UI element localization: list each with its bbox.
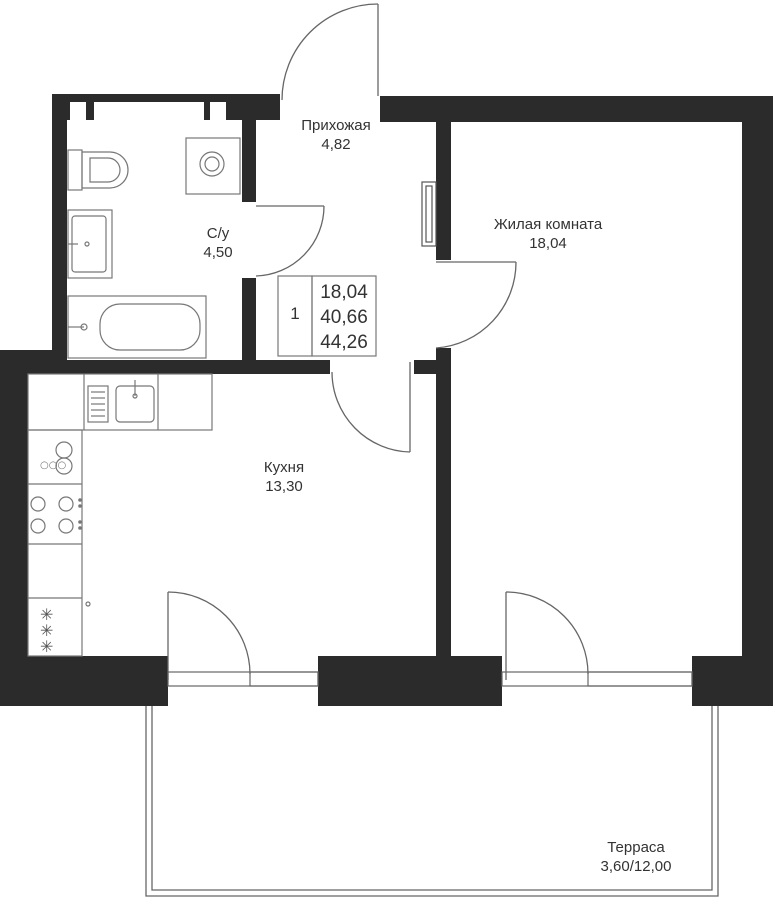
room-name-kitchen: Кухня [263,459,305,476]
room-area-hallway: 4,82 [321,136,351,153]
total-with-terrace-value: 44,26 [320,332,368,353]
room-label-terrace: Терраса 3,60/12,00 [580,838,692,876]
svg-text:✳: ✳ [40,605,53,624]
room-label-living: Жилая комната 18,04 [468,215,628,253]
room-name-terrace: Терраса [607,839,665,856]
svg-text:✳: ✳ [40,621,53,640]
kitchen-fixtures [27,373,213,657]
room-area-living: 18,04 [529,235,567,252]
wardrobe-niche [421,181,437,247]
walls [0,94,773,706]
top-windows [70,102,226,120]
room-area-kitchen: 13,30 [265,478,303,495]
total-area-value: 40,66 [320,307,368,328]
living-area-value: 18,04 [320,282,368,303]
room-area-terrace: 3,60/12,00 [600,858,672,875]
room-name-bathroom: С/у [206,225,230,242]
room-name-living: Жилая комната [493,216,603,233]
room-label-bathroom: С/у 4,50 [180,224,256,262]
rooms-count-value: 1 [290,304,300,323]
area-summary: 18,04 40,66 44,26 [312,280,376,355]
svg-text:○○○: ○○○ [40,460,66,471]
bathroom-fixtures [67,137,241,359]
room-label-kitchen: Кухня 13,30 [236,458,332,496]
room-area-bathroom: 4,50 [203,244,233,261]
svg-text:✳: ✳ [40,637,53,656]
kitchen-fixture-details: ○○○ ✳ ✳ ✳ [40,460,82,656]
terrace-outline [145,706,719,897]
rooms-count: 1 [278,304,312,324]
room-label-hallway: Прихожая 4,82 [274,116,398,154]
doors [167,3,589,680]
summary-box [277,275,377,357]
bottom-frames [167,671,693,687]
room-name-hallway: Прихожая [301,117,371,134]
